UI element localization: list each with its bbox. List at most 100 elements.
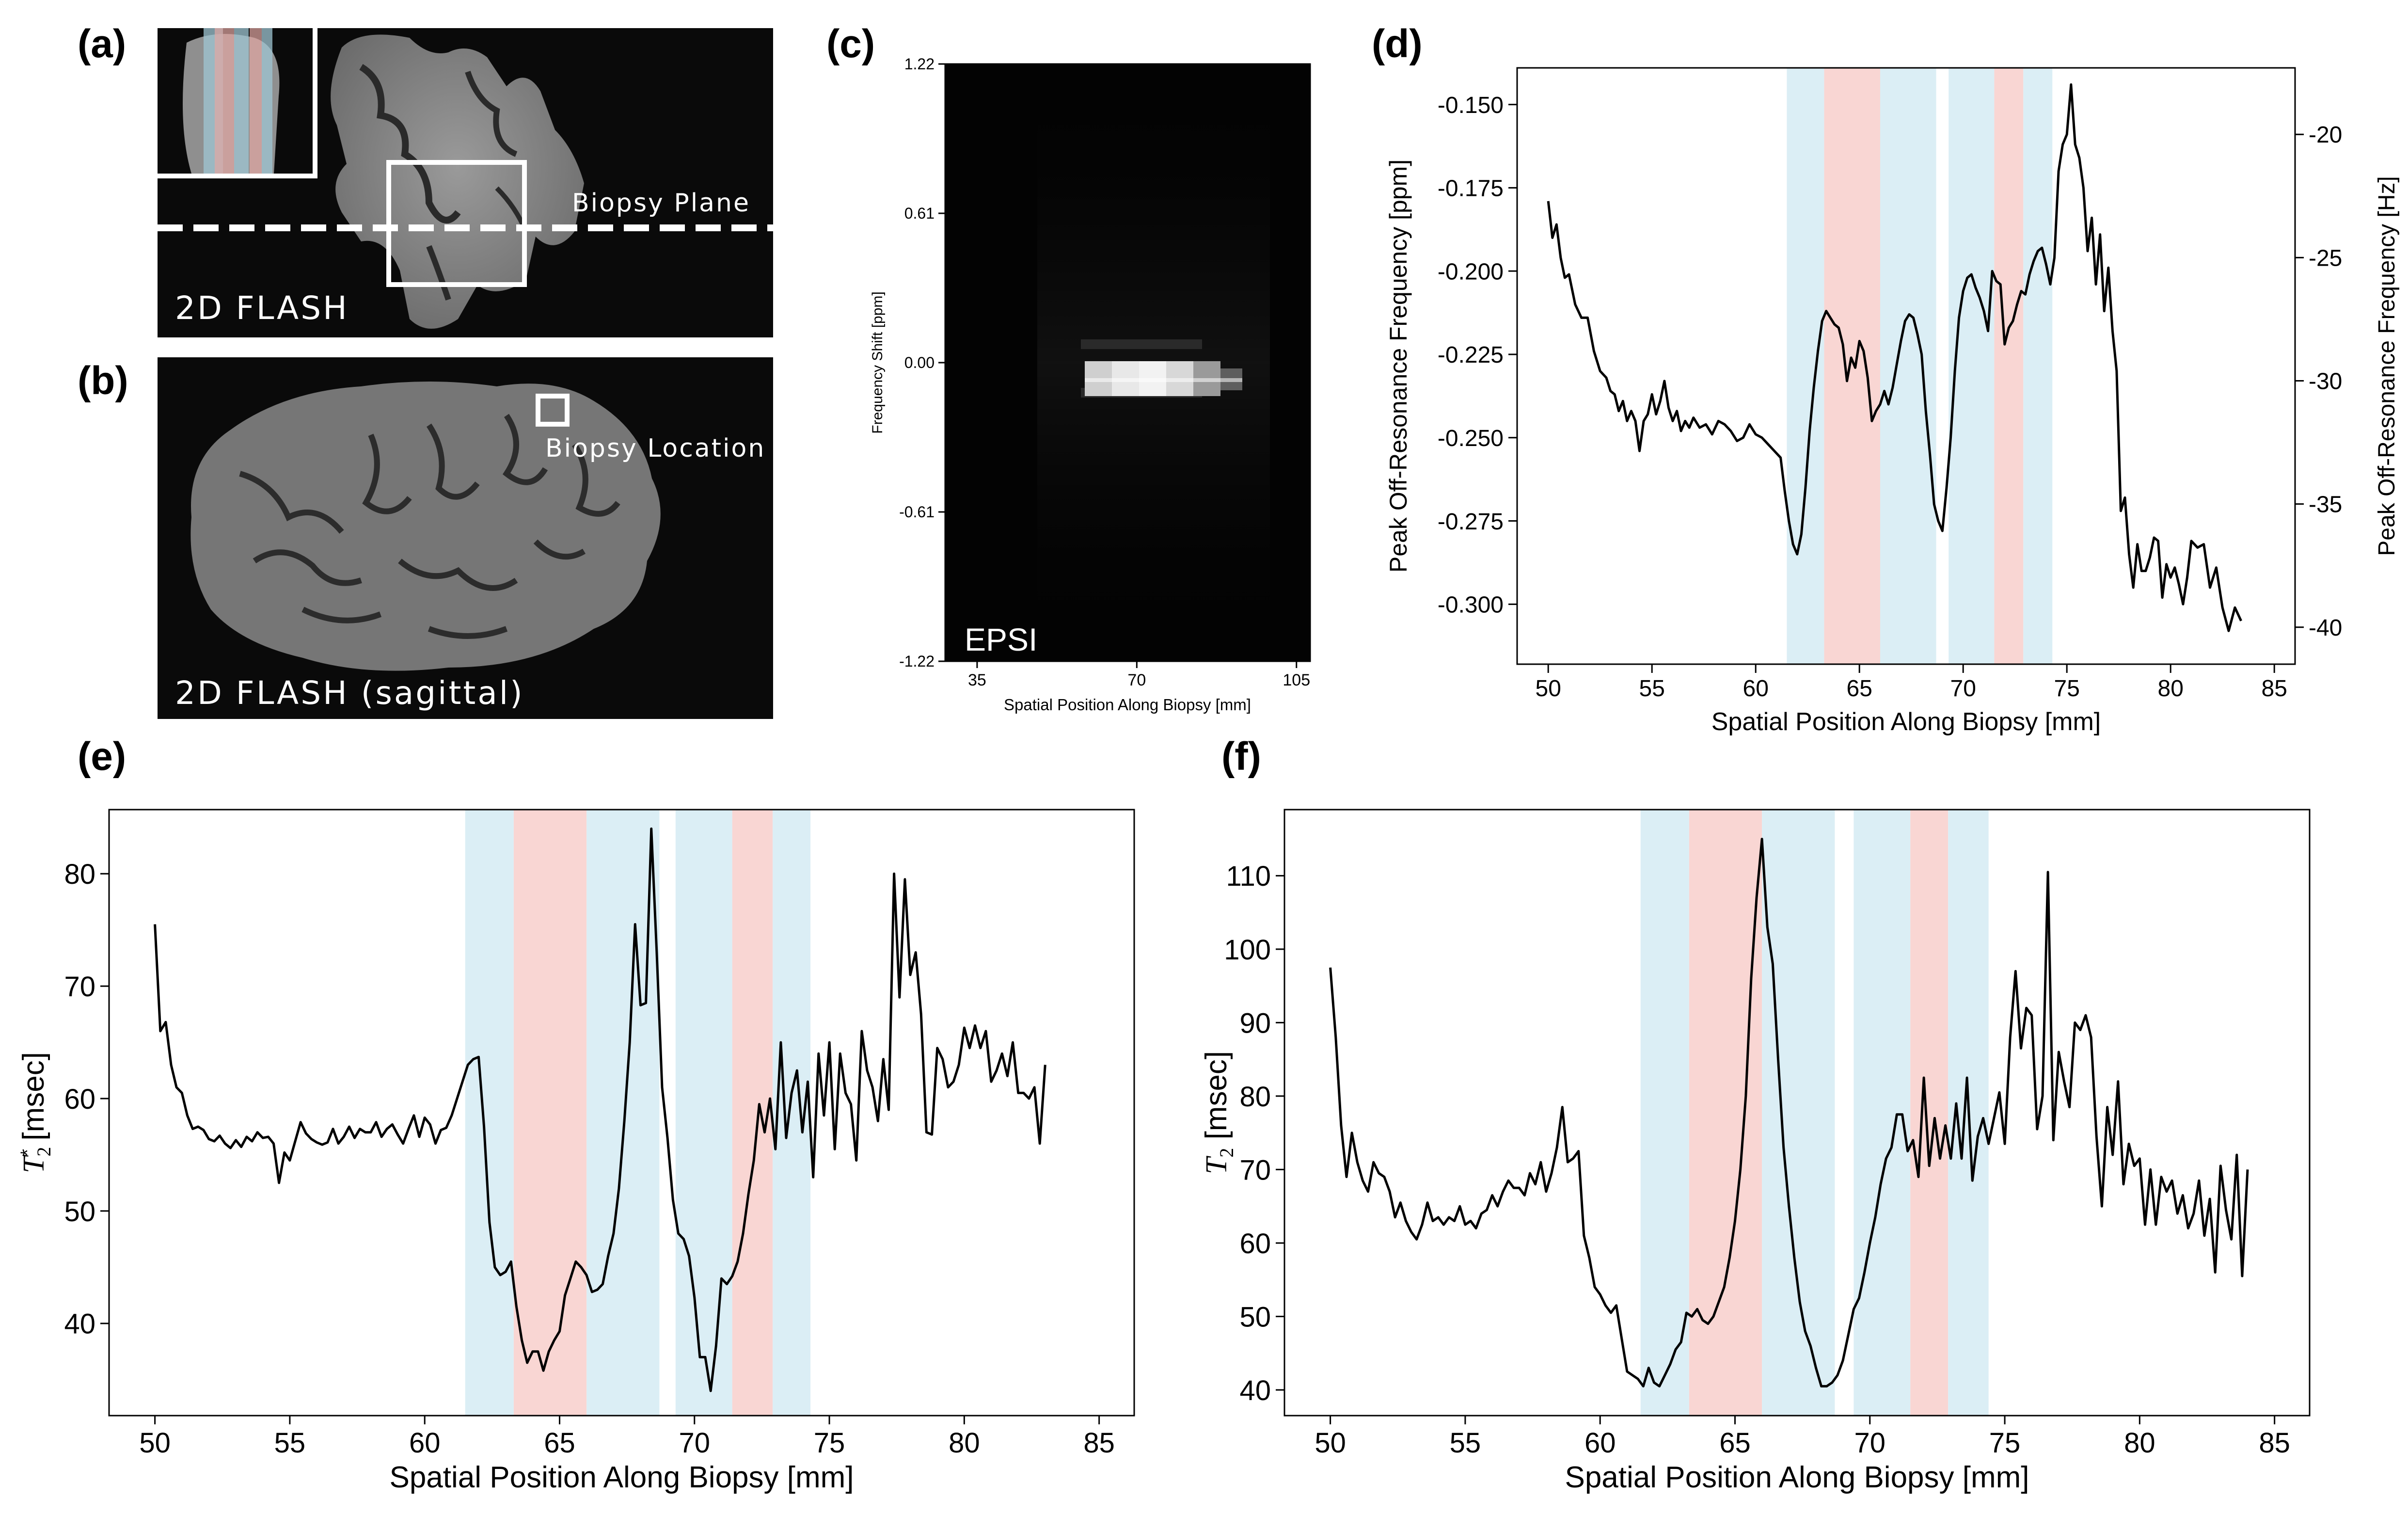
chart-f-xtick-label: 50 [1315,1427,1346,1459]
chart-d-xtick-label: 50 [1536,676,1561,702]
chart-f-band-red [1689,810,1762,1416]
chart-e-band-blue [675,810,732,1416]
chart-f-ylabel-symbol: T [1200,1155,1233,1174]
chart-d-frame [1516,67,2296,665]
chart-d-ytick-right-label: -25 [2309,245,2342,271]
chart-d-ytick-label: -0.275 [1438,509,1504,535]
chart-f-t2: 50 55 60 65 70 75 80 85 40 50 60 70 80 90 100 110Spatia… [1200,809,2311,1494]
chart-c-ytick-label: 0.00 [904,354,935,371]
chart-f-ylabel-unit: [msec] [1200,1051,1233,1148]
chart-c-ytick-label: 1.22 [904,58,935,73]
chart-d-band-red [1994,68,2024,664]
chart-e-series-line [154,827,1046,1392]
chart-e-ytick-label: 40 [64,1308,95,1340]
chart-f-xtick-label: 60 [1584,1427,1616,1459]
chart-e-xtick-label: 75 [814,1427,845,1459]
chart-d-ytick-right-label: -20 [2309,122,2342,148]
chart-d-ylabel: Peak Off-Resonance Frequency [ppm] [1385,159,1412,573]
chart-e-band-blue [465,810,514,1416]
chart-e-xtick-label: 80 [949,1427,980,1459]
chart-c-epsi-label: EPSI [965,622,1037,657]
chart-e-ylabel-symbol: T [17,1154,50,1173]
chart-c-xtick-label: 35 [968,671,986,689]
chart-e-xtick-label: 85 [1083,1427,1115,1459]
chart-d-xtick-label: 75 [2054,676,2080,702]
chart-f-ytick-label: 40 [1239,1375,1271,1406]
biopsy-plane-label: Biopsy Plane [572,189,750,218]
chart-f-ylabel: T2 [msec] [1200,1051,1237,1174]
panel-b-sequence-label: 2D FLASH (sagittal) [175,674,524,712]
chart-f-xtick-label: 65 [1719,1427,1751,1459]
panel-label-f: (f) [1221,734,1261,779]
chart-e-ylabel-unit: [msec] [17,1052,50,1149]
chart-e-xtick-label: 65 [544,1427,575,1459]
chart-c-signal-peak [1085,378,1242,382]
chart-f-xlabel: Spatial Position Along Biopsy [mm] [1565,1461,2029,1494]
chart-d-xtick-label: 85 [2262,676,2287,702]
chart-f-band-blue [1640,810,1689,1416]
panel-label-a: (a) [78,22,127,66]
chart-e-band-blue [586,810,660,1416]
chart-d-xtick-label: 65 [1847,676,1872,702]
chart-d-xtick-label: 70 [1950,676,1976,702]
chart-e-ytick-label: 60 [64,1084,95,1115]
chart-c-xtick-label: 105 [1283,671,1310,689]
chart-d-xtick-label: 60 [1743,676,1769,702]
chart-f-xtick-label: 75 [1989,1427,2021,1459]
chart-e-xtick-label: 70 [679,1427,711,1459]
chart-d-ytick-right-label: -40 [2309,615,2342,641]
chart-e-band-red [513,810,587,1416]
chart-c-xtick-label: 70 [1127,671,1146,689]
chart-f-frame [1283,809,2311,1417]
panel-a-sequence-label: 2D FLASH [175,289,349,327]
chart-f-series-line [1329,838,2249,1387]
chart-f-band-blue [1762,810,1835,1416]
panel-b-mri-image: Biopsy Location 2D FLASH (sagittal) [158,357,773,719]
chart-f-xtick-label: 70 [1854,1427,1886,1459]
chart-f-ytick-label: 60 [1239,1228,1271,1260]
chart-d-band-blue [1880,68,1936,664]
chart-f-xtick-label: 85 [2259,1427,2290,1459]
chart-c-sidelobe-upper [1081,339,1202,349]
panel-label-b: (b) [78,359,128,403]
chart-d-ytick-label: -0.200 [1438,259,1504,285]
chart-d-xtick-label: 55 [1639,676,1665,702]
chart-f-ytick-label: 100 [1224,934,1271,966]
chart-d-ytick-label: -0.300 [1438,592,1504,618]
chart-d-ytick-label: -0.150 [1438,93,1504,118]
chart-f-xtick-label: 80 [2124,1427,2155,1459]
chart-f-ytick-label: 80 [1239,1081,1271,1113]
panel-a-inset [158,28,317,178]
chart-e-xlabel: Spatial Position Along Biopsy [mm] [389,1461,854,1494]
chart-d-ytick-label: -0.175 [1438,176,1504,202]
chart-e-band-red [732,810,773,1416]
chart-d-ytick-label: -0.250 [1438,426,1504,451]
chart-f-ytick-label: 50 [1239,1301,1271,1333]
chart-e-xtick-label: 55 [274,1427,306,1459]
chart-e-xtick-label: 60 [409,1427,441,1459]
chart-d-ytick-right-label: -35 [2309,492,2342,518]
chart-d-series-line [1547,83,2242,632]
chart-e-ylabel-superscript: * [17,1149,38,1157]
chart-f-xtick-label: 55 [1450,1427,1481,1459]
chart-f-band-red [1910,810,1949,1416]
panel-label-d: (d) [1372,22,1423,66]
chart-e-ylabel: T2* [msec] [17,1052,55,1173]
biopsy-location-label: Biopsy Location [545,434,766,463]
chart-f-band-blue [1854,810,1911,1416]
chart-f-ytick-label: 70 [1239,1154,1271,1186]
chart-c-ytick-label: -1.22 [899,653,935,670]
chart-c-xlabel: Spatial Position Along Biopsy [mm] [1004,696,1251,714]
chart-e-xtick-label: 50 [139,1427,171,1459]
chart-e-frame [108,809,1135,1417]
chart-f-ytick-label: 110 [1226,861,1271,892]
chart-e-ytick-label: 80 [64,859,95,890]
chart-e-ylabel-subscript: 2 [33,1147,55,1156]
chart-f-ytick-label: 90 [1239,1007,1271,1039]
chart-e-ytick-label: 50 [64,1196,95,1228]
panel-a-mri-image: Biopsy Plane 2D FLASH [158,28,773,337]
chart-d-band-blue [2023,68,2053,664]
